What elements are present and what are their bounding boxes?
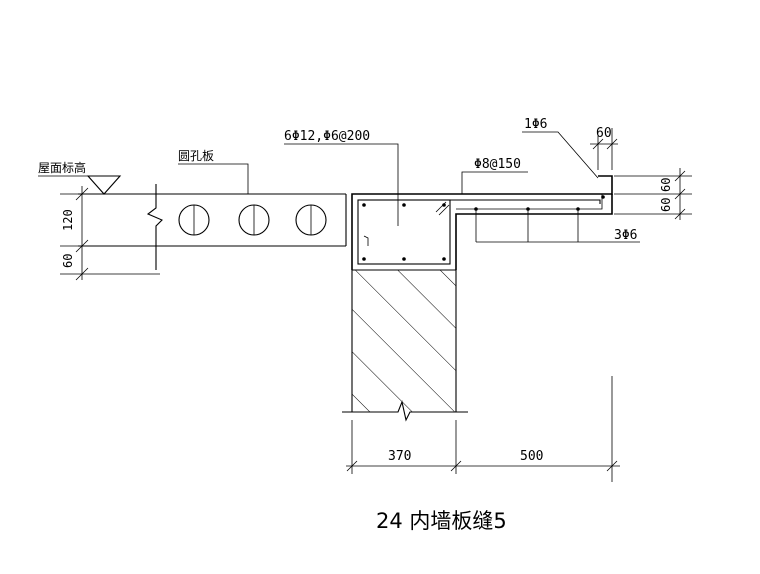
drawing-title: 24 内墙板缝5 (376, 509, 507, 533)
left-dimension: 120 60 (60, 186, 160, 281)
dim-wall-width: 370 (388, 449, 411, 464)
bottom-bars-label: 3Φ6 (614, 228, 637, 243)
hollow-slab-label: 圆孔板 (178, 149, 214, 163)
hollow-slab-callout: 圆孔板 (178, 149, 249, 194)
bottom-dimension: 370 500 (346, 376, 620, 482)
beam-rebar-label: 6Φ12,Φ6@200 (284, 129, 370, 144)
beam-rebar-callout: 6Φ12,Φ6@200 (284, 129, 399, 226)
dim-below-slab: 60 (61, 254, 75, 268)
top-bar-callout: 1Φ6 (522, 117, 599, 179)
hollow-core-slab (78, 184, 347, 270)
dim-ledge-lower: 60 (659, 198, 673, 212)
slab-rebar-label: Φ8@150 (474, 157, 521, 172)
slab-rebar-callout: Φ8@150 (461, 157, 528, 194)
brick-wall (342, 269, 468, 422)
top-bar-label: 1Φ6 (524, 117, 547, 132)
dim-ledge-upper: 60 (659, 178, 673, 192)
right-dimension: 60 60 (614, 168, 692, 220)
roof-elevation-marker: 屋面标高 (38, 160, 122, 195)
slab-hole (295, 204, 327, 236)
dim-slab-thickness: 120 (61, 209, 75, 231)
slab-hole (238, 204, 270, 236)
dim-cantilever: 500 (520, 449, 543, 464)
dim-lip-width: 60 (596, 126, 612, 141)
roof-elevation-label: 屋面标高 (38, 160, 86, 175)
slab-hole (178, 204, 210, 236)
lip-width-dimension: 60 (590, 126, 618, 170)
ring-beam (351, 175, 640, 270)
